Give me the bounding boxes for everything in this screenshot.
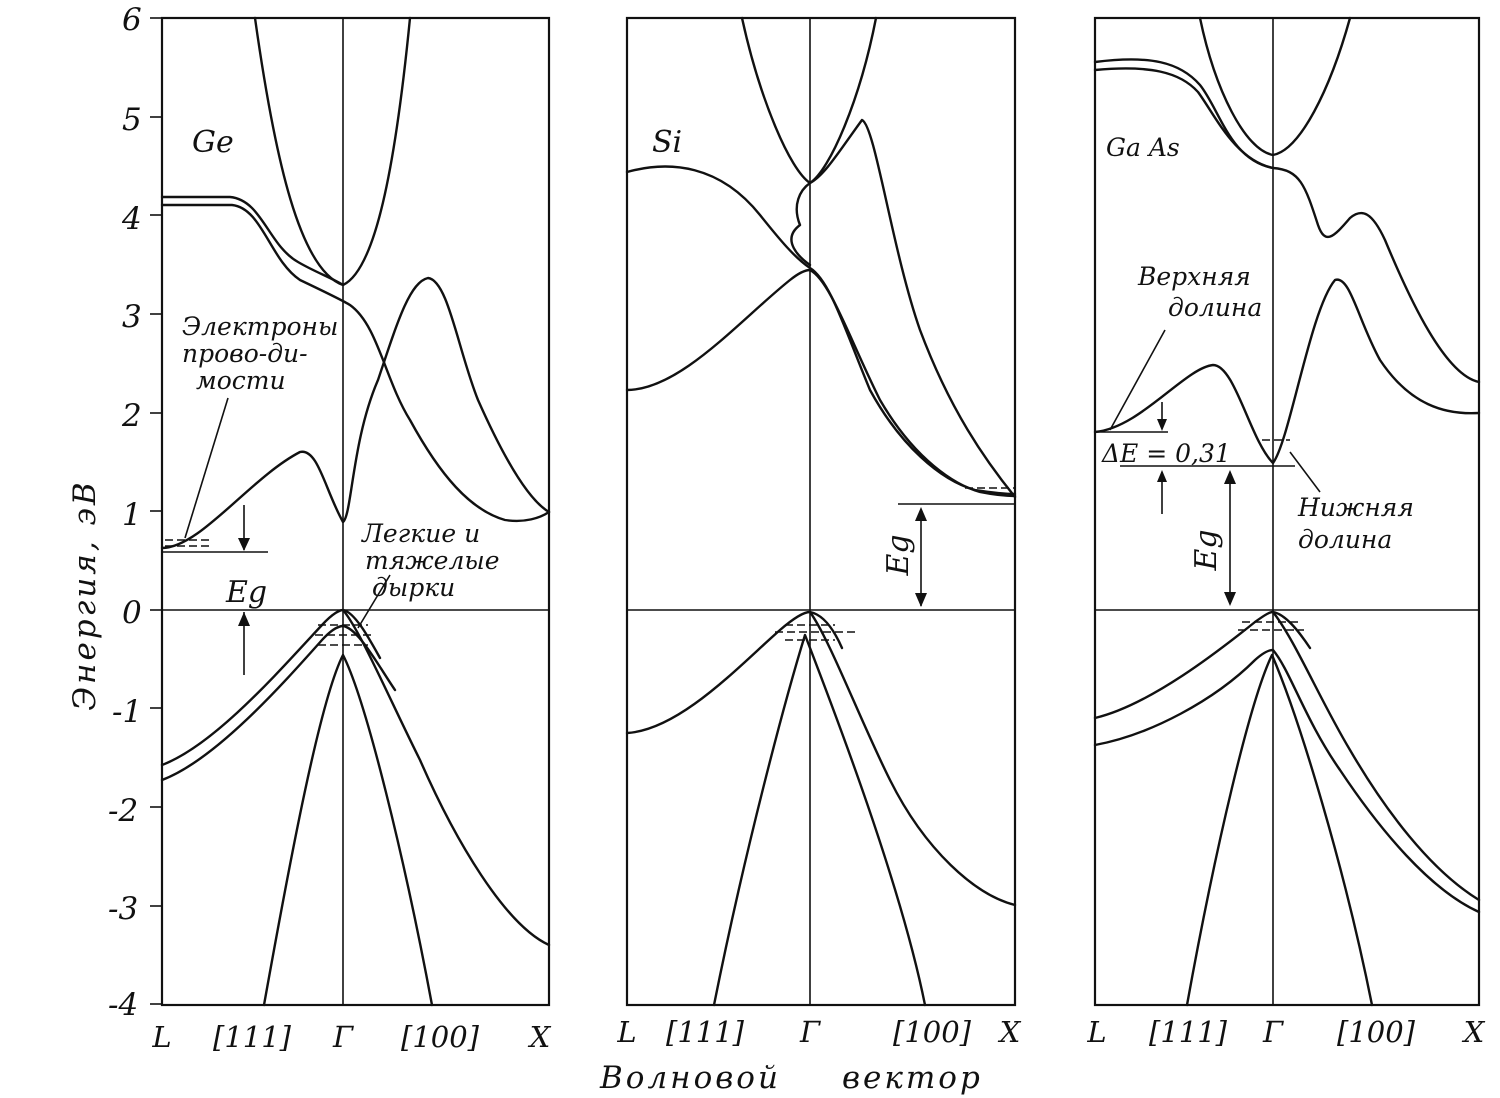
annotation-text: долина — [1298, 525, 1392, 554]
band-curve — [1198, 16, 1352, 157]
y-tick-label: 0 — [122, 595, 142, 631]
y-tick-label: -1 — [112, 694, 142, 730]
material-label: Si — [652, 125, 682, 160]
leader-line — [357, 574, 391, 629]
hole-levels — [315, 624, 372, 646]
x-axis: L [111] Γ [100] X — [616, 1015, 1021, 1049]
delta-arrowhead — [1157, 419, 1167, 431]
band-curve — [790, 16, 878, 267]
annotation-text: ΔE = 0,31 — [1101, 439, 1231, 468]
hole-levels — [1238, 621, 1304, 631]
x-tick-label: X — [998, 1015, 1022, 1049]
band-curve — [1271, 610, 1481, 902]
x-tick-label: Γ — [1262, 1015, 1284, 1049]
eg-label: Eg — [881, 534, 916, 576]
band-curve — [1185, 653, 1374, 1007]
annotation-text: Нижняя — [1297, 493, 1414, 522]
x-tick-label: Γ — [332, 1020, 354, 1054]
x-tick-label: L — [1086, 1015, 1106, 1049]
band-curve — [1093, 278, 1481, 465]
panel-si: Si Eg L [111] Γ [100] X — [616, 16, 1022, 1049]
x-tick-label: Γ — [799, 1015, 821, 1049]
annotation-text: прово-ди- — [182, 339, 308, 368]
band-curve — [712, 633, 927, 1007]
x-axis: L [111] Γ [100] X — [151, 1020, 551, 1054]
band-curve — [262, 653, 434, 1007]
x-tick-label: L — [151, 1020, 171, 1054]
delta-arrowhead — [1157, 470, 1167, 482]
eg-arrowhead — [915, 593, 927, 607]
x-tick-label: [111] — [213, 1020, 292, 1054]
annotation-text: долина — [1168, 293, 1262, 322]
eg-label: Eg — [1189, 529, 1224, 571]
annotation-text: Верхняя — [1137, 262, 1251, 291]
x-tick-label: L — [616, 1015, 636, 1049]
material-label: Ge — [192, 125, 234, 160]
y-tick-label: 1 — [122, 497, 142, 533]
leader-line — [1289, 451, 1321, 493]
band-curve — [625, 165, 1017, 496]
eg-arrowhead — [915, 507, 927, 521]
x-tick-label: [100] — [893, 1015, 972, 1049]
y-tick-label: 6 — [122, 2, 142, 38]
band-curve — [160, 608, 382, 767]
band-curve — [160, 276, 551, 550]
x-axis-title-part: вектор — [842, 1060, 983, 1096]
annotation-text: тяжелые — [365, 546, 500, 575]
y-tick-label: -4 — [108, 987, 138, 1023]
x-tick-label: [111] — [666, 1015, 745, 1049]
eg-arrowhead — [238, 538, 250, 551]
annotation-text: Электроны — [182, 312, 338, 341]
band-curve — [1093, 58, 1481, 384]
panel-frame — [625, 16, 1017, 1007]
panel-ge: Ge Электроны прово-ди- мости Легкие и тя… — [151, 16, 552, 1054]
eg-arrowhead — [1224, 592, 1236, 606]
panel-gaas: Ga As Верхняя долина ΔE = 0,31 Нижняя до… — [1086, 16, 1486, 1049]
band-curve — [808, 610, 1017, 907]
eg-label: Eg — [225, 575, 267, 610]
y-tick-label: 5 — [122, 102, 142, 138]
band-curve — [160, 203, 551, 523]
y-tick-marks — [150, 17, 162, 1005]
material-label: Ga As — [1106, 133, 1180, 162]
panel-frame — [160, 16, 551, 1007]
y-tick-label: 2 — [121, 398, 142, 434]
leader-line — [184, 397, 229, 539]
x-tick-label: X — [1462, 1015, 1486, 1049]
x-axis-title-part: Волновой — [599, 1060, 781, 1096]
band-curve — [341, 608, 551, 947]
y-tick-label: -3 — [108, 891, 138, 927]
band-curve — [160, 195, 345, 287]
x-axis: L [111] Γ [100] X — [1086, 1015, 1485, 1049]
band-curve — [1093, 67, 1275, 170]
y-tick-label: -2 — [108, 793, 138, 829]
band-curve — [740, 16, 1017, 499]
x-tick-label: X — [528, 1020, 552, 1054]
band-curve — [625, 268, 1017, 498]
y-tick-label: 3 — [122, 299, 142, 335]
band-curve — [1093, 610, 1312, 720]
hole-levels — [775, 624, 855, 641]
eg-arrowhead — [238, 612, 250, 626]
eg-arrowhead — [1224, 470, 1236, 484]
leader-line — [1109, 329, 1166, 431]
annotation-text: Легкие и — [360, 519, 480, 548]
x-tick-label: [111] — [1149, 1015, 1228, 1049]
x-tick-label: [100] — [401, 1020, 480, 1054]
y-tick-label: 4 — [121, 201, 142, 237]
x-tick-label: [100] — [1337, 1015, 1416, 1049]
y-axis-title: Энергия, эВ — [67, 479, 103, 710]
band-curve — [1093, 648, 1481, 914]
annotation-text: дырки — [372, 573, 455, 602]
y-axis: 6 5 4 3 2 1 0 -1 -2 -3 -4 Энергия, эВ — [67, 2, 162, 1023]
annotation-text: мости — [196, 366, 286, 395]
panel-frame — [1093, 16, 1481, 1007]
